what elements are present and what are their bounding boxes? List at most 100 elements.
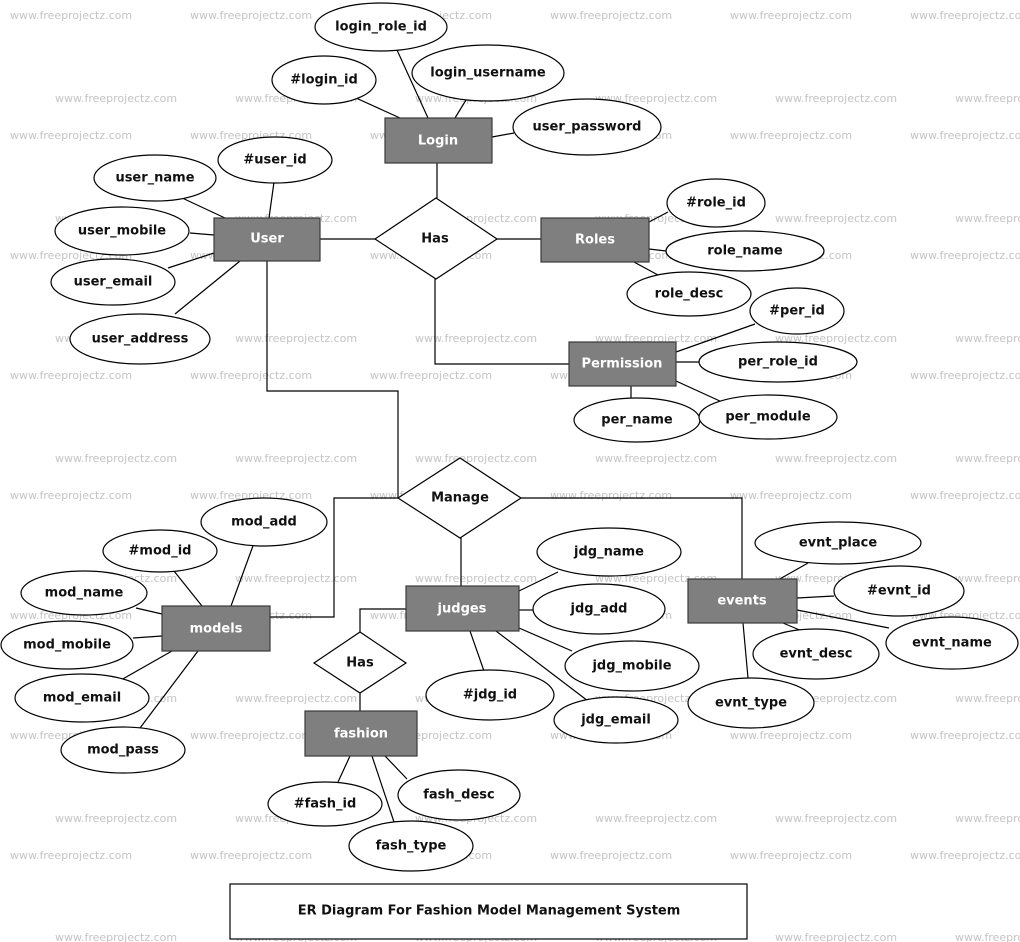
svg-text:#mod_id: #mod_id — [129, 544, 192, 559]
connector-lines — [120, 49, 890, 823]
attr-jdg-name: jdg_name — [536, 527, 682, 577]
attr-fash-desc: fash_desc — [397, 769, 521, 821]
link-per-id — [675, 323, 756, 353]
svg-text:evnt_desc: evnt_desc — [780, 647, 853, 662]
attr-login-id: #login_id — [271, 55, 377, 105]
watermark-text: www.freeprojectz.com — [955, 572, 1020, 585]
attr-jdg-mobile: jdg_mobile — [564, 640, 700, 692]
watermark-text: www.freeprojectz.com — [730, 489, 852, 502]
svg-text:role_desc: role_desc — [655, 287, 724, 302]
link-user-password — [491, 132, 515, 138]
relationship-manage-label: Manage — [431, 491, 489, 506]
watermark-text: www.freeprojectz.com — [595, 812, 717, 825]
watermark-text: www.freeprojectz.com — [775, 332, 897, 345]
svg-text:jdg_email: jdg_email — [580, 713, 651, 728]
link-fash-desc — [384, 755, 408, 780]
link-jdg-name — [518, 571, 559, 592]
svg-text:evnt_type: evnt_type — [715, 696, 787, 711]
attr-evnt-name: evnt_name — [885, 616, 1019, 670]
link-manage-models — [270, 497, 398, 618]
link-per-module — [675, 380, 723, 403]
svg-text:user_address: user_address — [92, 332, 189, 347]
entity-fashion: fashion — [304, 710, 418, 757]
diagram-title-box: ER Diagram For Fashion Model Management … — [229, 883, 748, 940]
relationship-has-fashion-label: Has — [346, 656, 374, 671]
entity-login: Login — [384, 117, 493, 164]
link-user-email — [167, 252, 215, 269]
entity-user-label: User — [250, 232, 284, 247]
link-mod-mobile — [132, 635, 163, 639]
attr-mod-email: mod_email — [14, 673, 150, 723]
watermark-text: www.freeprojectz.com — [550, 9, 672, 22]
watermark-text: www.freeprojectz.com — [955, 332, 1020, 345]
attr-user-address: user_address — [69, 313, 211, 365]
entity-permission-box — [568, 341, 677, 387]
attr-per-role-id: per_role_id — [698, 341, 858, 383]
svg-text:#user_id: #user_id — [243, 153, 306, 168]
attr-role-name: role_name — [665, 230, 825, 272]
watermark-text: www.freeprojectz.com — [550, 489, 672, 502]
link-role-desc — [633, 261, 659, 276]
svg-text:mod_email: mod_email — [43, 691, 121, 706]
watermark-text: www.freeprojectz.com — [55, 931, 177, 942]
attr-login-username: login_username — [411, 44, 565, 102]
svg-text:#fash_id: #fash_id — [294, 797, 357, 812]
svg-text:#role_id: #role_id — [686, 196, 746, 211]
svg-text:#evnt_id: #evnt_id — [867, 584, 931, 599]
watermark-text: www.freeprojectz.com — [730, 9, 852, 22]
watermark-text: www.freeprojectz.com — [550, 849, 672, 862]
svg-text:mod_mobile: mod_mobile — [23, 638, 111, 653]
attr-user-mobile: user_mobile — [54, 206, 190, 256]
relationship-manage-shape — [396, 457, 523, 539]
link-user-name — [179, 196, 226, 219]
link-has-permission — [434, 279, 569, 365]
entity-events-label: events — [717, 594, 767, 609]
watermark-text: www.freeprojectz.com — [10, 849, 132, 862]
attr-fash-type: fash_type — [348, 820, 474, 872]
watermark-text: www.freeprojectz.com — [55, 452, 177, 465]
attr-mod-name: mod_name — [20, 570, 148, 616]
svg-text:mod_pass: mod_pass — [87, 743, 159, 758]
entity-models-label: models — [190, 622, 243, 637]
attr-per-name: per_name — [573, 397, 701, 443]
link-mod-id — [173, 570, 203, 607]
entity-models-box — [161, 605, 271, 652]
link-role-id — [648, 211, 669, 223]
attr-mod-pass: mod_pass — [60, 726, 186, 774]
attr-user-password: user_password — [512, 98, 662, 156]
watermark-text: www.freeprojectz.com — [10, 369, 132, 382]
svg-text:jdg_add: jdg_add — [570, 602, 628, 617]
svg-text:login_username: login_username — [430, 66, 546, 81]
link-judges-has — [359, 608, 406, 632]
attr-per-id: #per_id — [749, 287, 845, 335]
attr-jdg-id: #jdg_id — [425, 669, 555, 721]
watermark-text: www.freeprojectz.com — [190, 729, 312, 742]
entity-permission: Permission — [568, 341, 677, 387]
svg-text:jdg_name: jdg_name — [573, 545, 644, 560]
link-mod-email — [120, 650, 173, 681]
watermark-text: www.freeprojectz.com — [910, 369, 1020, 382]
svg-text:per_role_id: per_role_id — [738, 355, 818, 370]
svg-text:mod_name: mod_name — [45, 586, 124, 601]
entity-fashion-label: fashion — [334, 727, 388, 742]
attr-login-role-id: login_role_id — [314, 2, 448, 52]
entity-judges: judges — [405, 585, 520, 632]
watermark-text: www.freeprojectz.com — [595, 92, 717, 105]
watermark-text: www.freeprojectz.com — [415, 332, 537, 345]
attr-evnt-desc: evnt_desc — [752, 628, 880, 680]
link-login-id — [355, 97, 401, 119]
link-mod-pass — [139, 650, 199, 729]
link-mod-add — [230, 542, 255, 607]
watermark-text: www.freeprojectz.com — [775, 452, 897, 465]
svg-text:user_password: user_password — [533, 120, 642, 135]
entity-user-box — [213, 217, 321, 262]
watermark-text: www.freeprojectz.com — [955, 812, 1020, 825]
link-jdg-id — [469, 630, 485, 672]
entity-fashion-box — [304, 710, 418, 757]
relationship-has-top: Has — [373, 197, 499, 280]
relationship-has-fashion: Has — [312, 631, 408, 694]
watermark-text: www.freeprojectz.com — [190, 369, 312, 382]
svg-text:user_email: user_email — [74, 275, 153, 290]
attr-jdg-email: jdg_email — [553, 696, 679, 744]
watermark-text: www.freeprojectz.com — [955, 92, 1020, 105]
